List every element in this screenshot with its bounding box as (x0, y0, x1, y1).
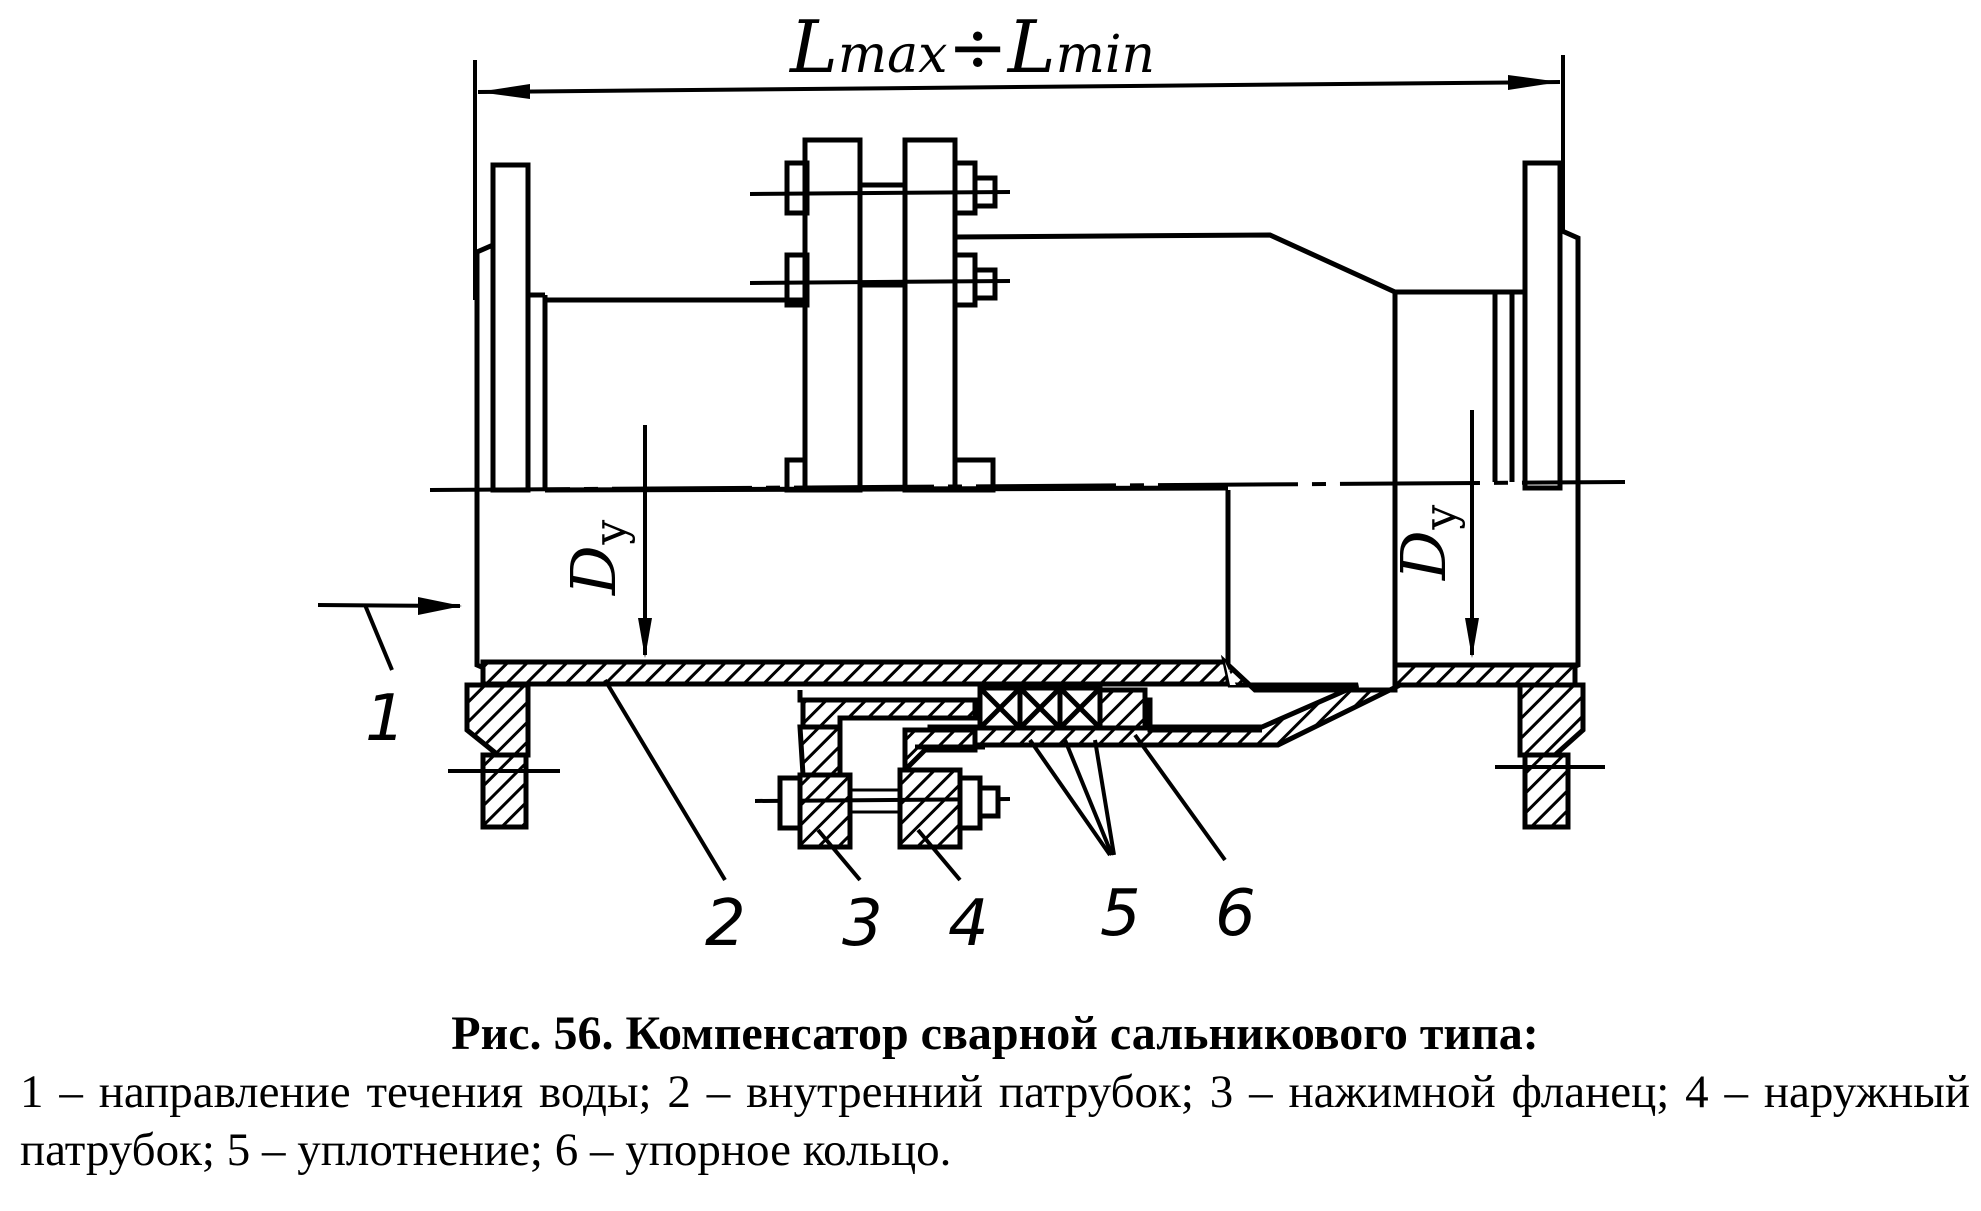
dimension-label: Lmax÷Lmin (788, 5, 1155, 89)
left-flange (474, 162, 548, 675)
diameter-markers (638, 410, 1479, 658)
part-number-5: 5 (1100, 877, 1141, 951)
part-number-6: 6 (1215, 877, 1256, 951)
part-number-1: 1 (365, 682, 406, 756)
part-number-4: 4 (948, 887, 989, 961)
diameter-label-right: Dу (1387, 504, 1466, 581)
part-number-2: 2 (705, 887, 746, 961)
outer-pipe (954, 232, 1515, 665)
right-flange (1512, 160, 1581, 675)
figure-caption: Рис. 56. Компенсатор сварной сальниковог… (20, 1005, 1970, 1179)
caption-title: Рис. 56. Компенсатор сварной сальниковог… (451, 1007, 1539, 1060)
flow-direction-arrow (317, 597, 462, 671)
central-flanges (749, 137, 1011, 493)
overall-length-dimension (473, 55, 1565, 300)
right-flange-section (1495, 682, 1605, 830)
part-number-3: 3 (842, 887, 883, 961)
gland-assembly (754, 685, 1262, 850)
caption-legend: 1 – направление течения воды; 2 – внутре… (20, 1066, 1970, 1176)
left-flange-section (448, 682, 560, 830)
outer-pipe-section (927, 654, 1578, 748)
leader-lines (603, 678, 1227, 882)
diameter-label-left: Dу (557, 519, 636, 596)
